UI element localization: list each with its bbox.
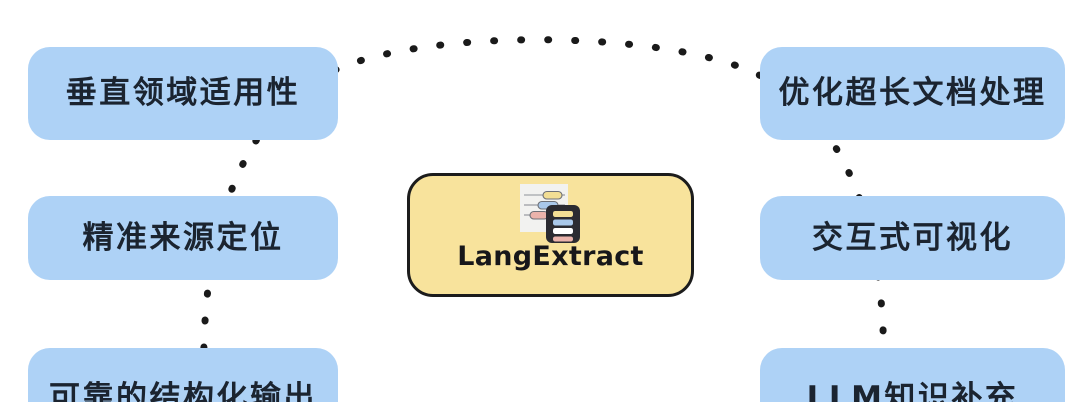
center-node-langextract[interactable]: LangExtract <box>407 173 694 297</box>
leaf-node-interactive-visualization[interactable]: 交互式可视化 <box>760 196 1065 280</box>
leaf-label: 交互式可视化 <box>812 219 1013 256</box>
leaf-label: 精准来源定位 <box>82 219 284 256</box>
leaf-node-llm-knowledge[interactable]: LLM知识补充 <box>760 348 1065 402</box>
leaf-node-vertical-domain[interactable]: 垂直领域适用性 <box>28 47 338 140</box>
leaf-node-structured-output[interactable]: 可靠的结构化输出 <box>28 348 338 402</box>
leaf-label: 优化超长文档处理 <box>778 75 1047 111</box>
leaf-node-long-document[interactable]: 优化超长文档处理 <box>760 47 1065 140</box>
leaf-node-precise-source[interactable]: 精准来源定位 <box>28 196 338 280</box>
leaf-label: LLM知识补充 <box>806 380 1019 402</box>
leaf-label: 垂直领域适用性 <box>65 75 301 111</box>
leaf-label: 可靠的结构化输出 <box>49 380 317 402</box>
langextract-logo-icon <box>519 184 580 243</box>
